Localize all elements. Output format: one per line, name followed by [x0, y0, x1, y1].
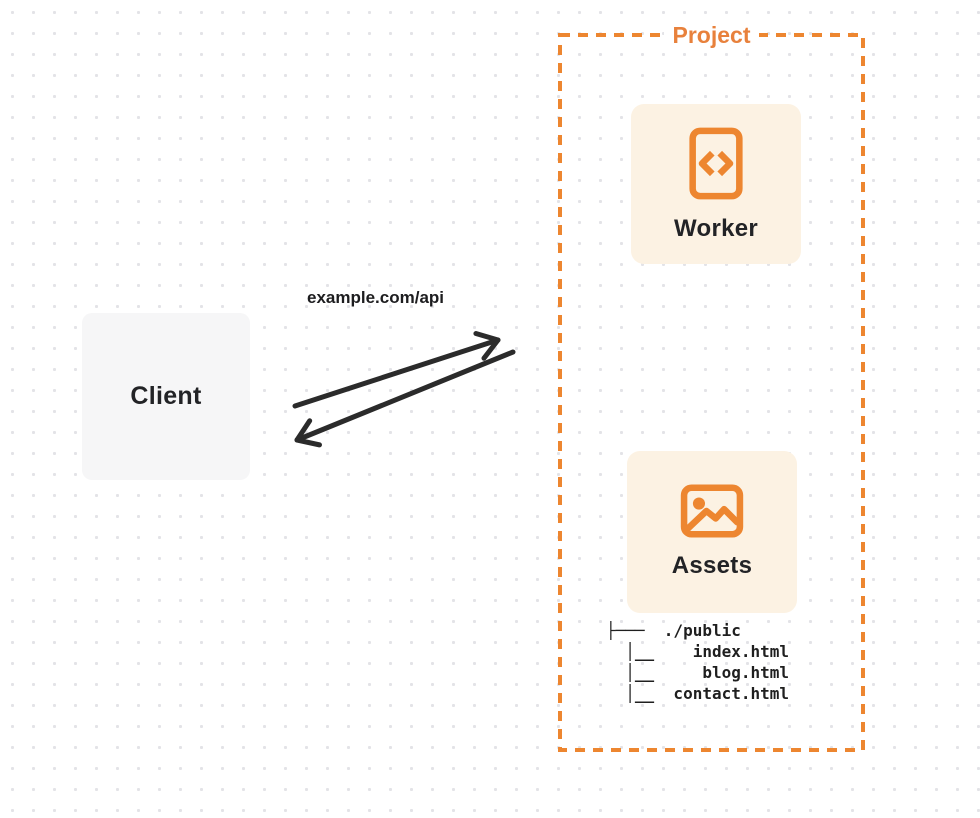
response-arrow: [294, 349, 516, 448]
client-node: Client: [82, 313, 250, 480]
request-url-label: example.com/api: [307, 288, 445, 307]
client-label: Client: [130, 382, 202, 410]
worker-label: Worker: [673, 214, 759, 242]
worker-node: Worker: [631, 104, 801, 264]
assets-label: Assets: [671, 552, 753, 579]
project-label: Project: [663, 21, 760, 49]
assets-file-tree: ├─── ./public │__ index.html │__ blog.ht…: [606, 621, 790, 703]
assets-node: Assets: [627, 451, 797, 613]
project-boundary-title: Project: [560, 21, 863, 49]
image-icon: [680, 484, 744, 538]
code-file-icon: [688, 126, 744, 201]
request-arrow: [292, 331, 501, 409]
